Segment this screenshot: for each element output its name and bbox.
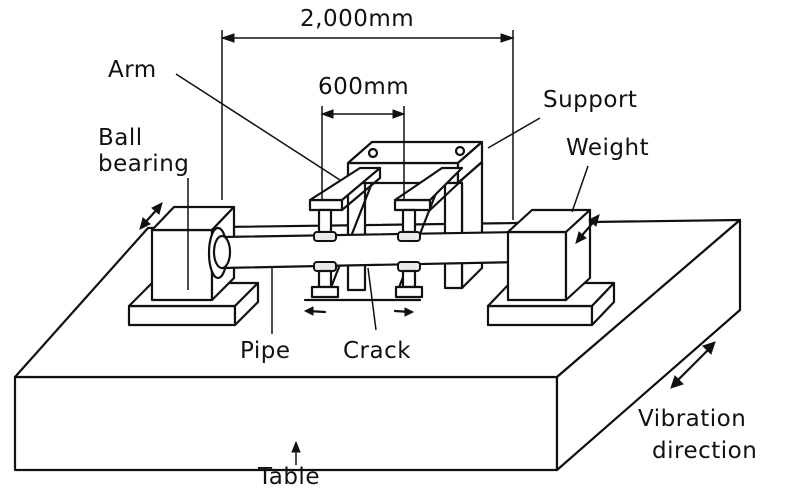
upper-rollers: [313, 231, 421, 242]
leader-lines: [175, 73, 589, 465]
dimension-inner-label: 600mm: [318, 74, 410, 100]
crack-label: Crack: [343, 338, 412, 364]
arrow-vibration: [670, 341, 716, 389]
direction-label: direction: [652, 438, 758, 464]
dimension-2000mm: [220, 30, 515, 220]
pipe-label: Pipe: [240, 338, 291, 364]
table-label: Table: [258, 464, 320, 490]
support-label: Support: [543, 87, 638, 113]
arm-left: [308, 166, 382, 234]
arm-label: Arm: [108, 57, 157, 83]
dimension-total-label: 2,000mm: [300, 6, 415, 32]
bearing-label: bearing: [98, 151, 190, 177]
arrow-clamp-right: [393, 307, 415, 317]
dimension-600mm: [320, 106, 406, 200]
lower-rollers: [310, 261, 424, 299]
arm-right: [393, 166, 464, 234]
arrow-bearing: [139, 202, 163, 230]
vibration-label: Vibration: [638, 406, 747, 432]
weight-label: Weight: [566, 135, 650, 161]
arrow-weight: [575, 214, 600, 244]
weight-block: [506, 208, 592, 302]
pipe: [212, 230, 522, 270]
ball-label: Ball: [98, 125, 143, 151]
arrow-clamp-left: [303, 306, 327, 316]
